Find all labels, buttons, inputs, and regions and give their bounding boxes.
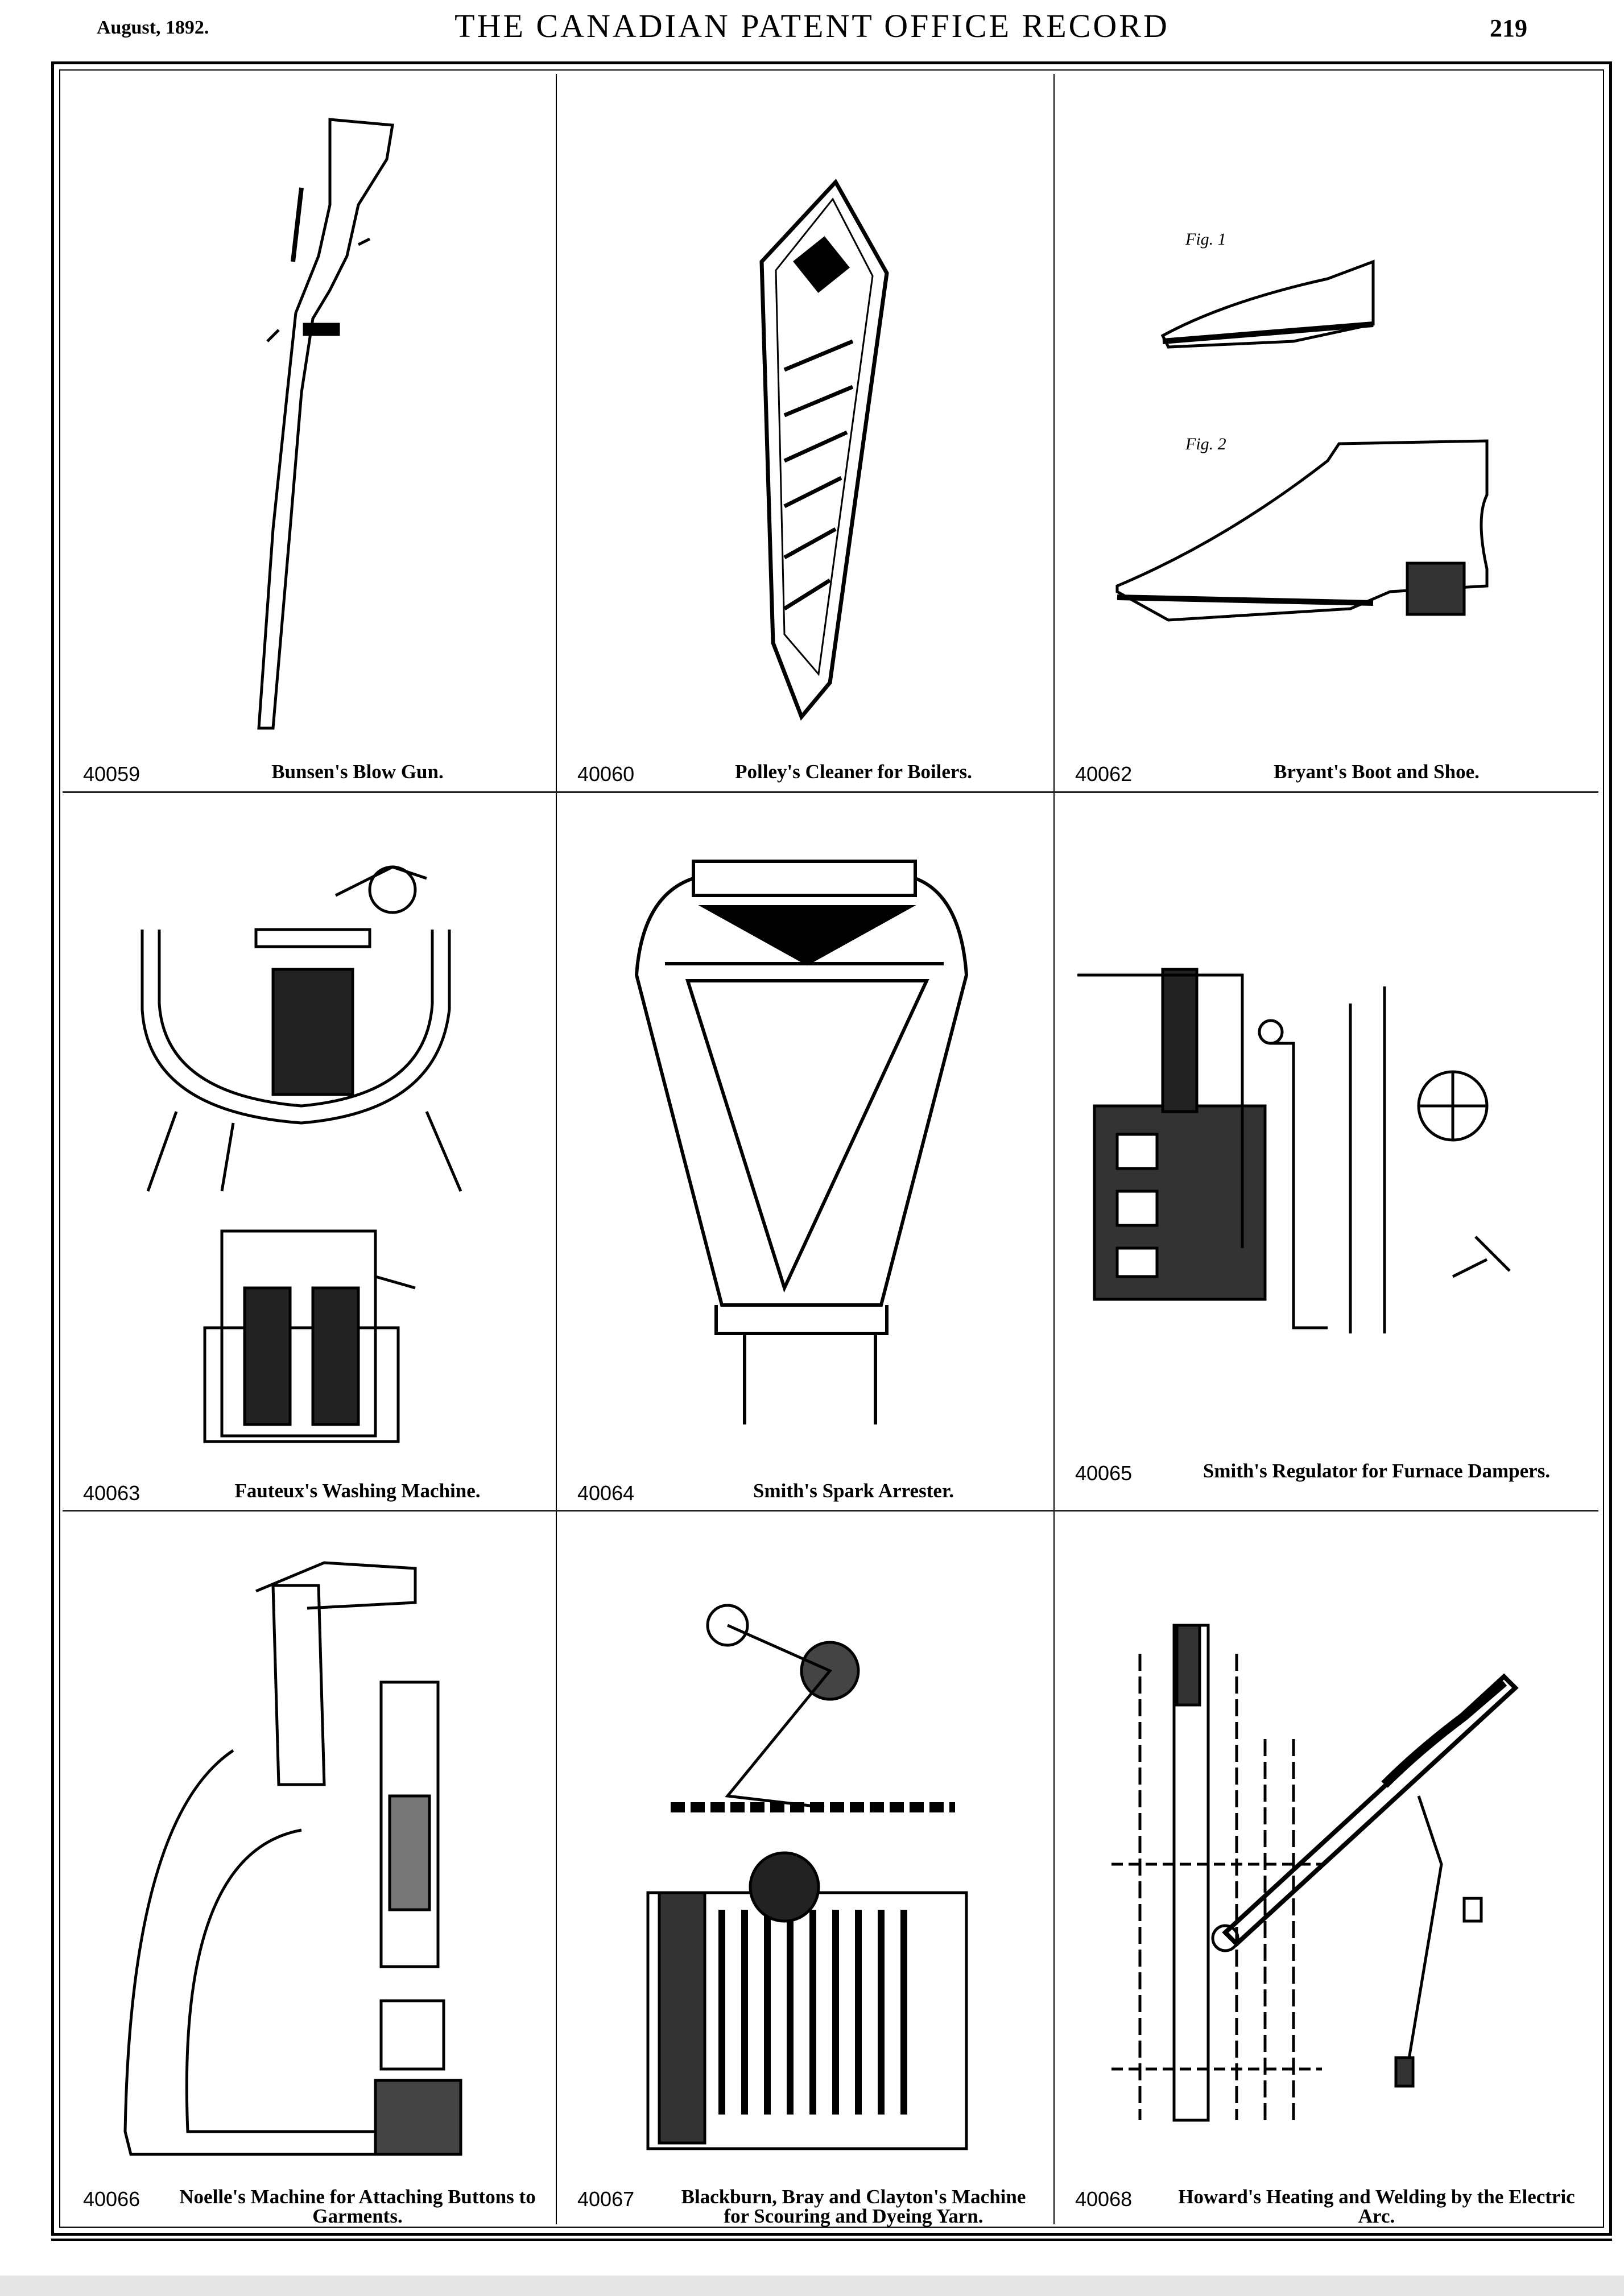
patent-number: 40059 bbox=[83, 762, 141, 786]
page-frame bbox=[51, 61, 1612, 2236]
patent-cell-40066: 40066 Noelle's Machine for Attaching But… bbox=[63, 1512, 556, 2236]
patent-title: Smith's Spark Arrester. bbox=[753, 1480, 954, 1502]
patent-number: 40060 bbox=[577, 762, 635, 786]
journal-title: THE CANADIAN PATENT OFFICE RECORD bbox=[454, 7, 1170, 44]
patent-title: Blackburn, Bray and Clayton's Machine fo… bbox=[681, 2186, 1026, 2227]
patent-cell-40063: 40063 Fauteux's Washing Machine. bbox=[63, 793, 556, 1510]
patent-title: Howard's Heating and Welding by the Elec… bbox=[1178, 2186, 1575, 2227]
patent-cell-40067: 40067 Blackburn, Bray and Clayton's Mach… bbox=[557, 1512, 1053, 2236]
patent-cell-40059: 40059 Bunsen's Blow Gun. bbox=[63, 74, 556, 791]
bottom-rule bbox=[51, 2239, 1612, 2241]
boot-and-shoe-drawing: Fig. 1 Fig. 2 bbox=[1115, 230, 1489, 622]
scan-margin bbox=[0, 2276, 1624, 2296]
spark-arrester-drawing bbox=[634, 860, 969, 1424]
row-divider bbox=[63, 1510, 1598, 1512]
patent-cell-40065: 40065 Smith's Regulator for Furnace Damp… bbox=[1055, 793, 1602, 1510]
patent-title: Bunsen's Blow Gun. bbox=[271, 761, 444, 783]
patent-number: 40064 bbox=[577, 1481, 635, 1505]
patent-title: Bryant's Boot and Shoe. bbox=[1274, 761, 1480, 783]
patent-title: Fauteux's Washing Machine. bbox=[234, 1480, 481, 1502]
patent-cell-40062: Fig. 1 Fig. 2 40062 Bryant's Boot and Sh… bbox=[1055, 74, 1602, 791]
patent-number: 40066 bbox=[83, 2187, 141, 2211]
figure-label: Fig. 1 bbox=[1185, 230, 1226, 249]
patent-number: 40068 bbox=[1075, 2187, 1133, 2211]
blow-gun-drawing bbox=[257, 118, 394, 730]
patent-cell-40068: 40068 Howard's Heating and Welding by th… bbox=[1055, 1512, 1602, 2236]
washing-machine-drawing bbox=[141, 865, 462, 1443]
patent-title: Noelle's Machine for Attaching Buttons t… bbox=[179, 2186, 536, 2227]
patent-title: Polley's Cleaner for Boilers. bbox=[735, 761, 972, 783]
page-number: 219 bbox=[1490, 14, 1527, 42]
header-date: August, 1892. bbox=[97, 17, 209, 38]
furnace-damper-regulator-drawing bbox=[1077, 968, 1511, 1333]
yarn-scouring-machine-drawing bbox=[646, 1604, 968, 2150]
column-divider bbox=[1053, 74, 1055, 2224]
column-divider bbox=[556, 74, 557, 2224]
patent-number: 40065 bbox=[1075, 1461, 1133, 1485]
figure-label: Fig. 2 bbox=[1185, 435, 1226, 453]
patent-cell-40060: 40060 Polley's Cleaner for Boilers. bbox=[557, 74, 1053, 791]
patent-title: Smith's Regulator for Furnace Dampers. bbox=[1202, 1460, 1551, 1482]
boiler-cleaner-drawing bbox=[759, 179, 889, 721]
patent-cell-40064: 40064 Smith's Spark Arrester. bbox=[557, 793, 1053, 1510]
page-frame-inner bbox=[59, 69, 1604, 2228]
row-divider bbox=[63, 791, 1598, 793]
patent-number: 40063 bbox=[83, 1481, 141, 1505]
patent-number: 40067 bbox=[577, 2187, 635, 2211]
electric-arc-welding-drawing bbox=[1111, 1624, 1519, 2122]
patent-number: 40062 bbox=[1075, 762, 1133, 786]
button-attaching-machine-drawing bbox=[123, 1561, 462, 2156]
